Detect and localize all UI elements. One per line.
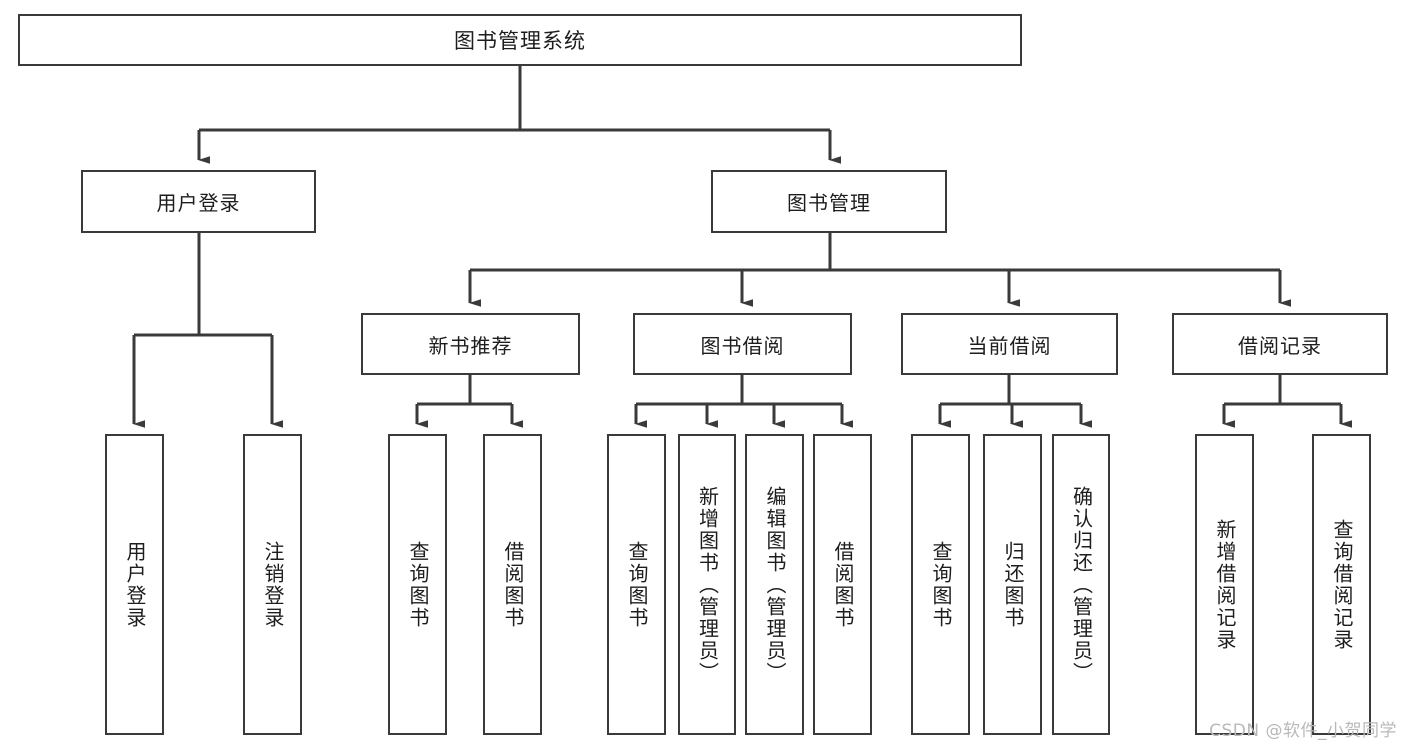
leaf-logout-label: 注销登录	[261, 540, 285, 629]
leaf-add-book-admin-label: 新增图书（管理员）	[695, 485, 720, 684]
node-book-borrow-label: 图书借阅	[700, 333, 785, 358]
node-root[interactable]: 图书管理系统	[18, 14, 1022, 66]
node-new-book-recommend-label: 新书推荐	[428, 333, 513, 358]
leaf-user-login-label: 用户登录	[123, 540, 147, 629]
leaf-user-login[interactable]: 用户登录	[105, 434, 164, 735]
leaf-borrow-book-recommend-label: 借阅图书	[501, 540, 525, 629]
node-book-borrow[interactable]: 图书借阅	[633, 313, 852, 375]
node-new-book-recommend[interactable]: 新书推荐	[361, 313, 580, 375]
leaf-query-borrow-record-label: 查询借阅记录	[1330, 518, 1354, 651]
leaf-lend-book-label: 借阅图书	[831, 540, 855, 629]
leaf-query-book-recommend[interactable]: 查询图书	[388, 434, 447, 735]
leaf-return-book[interactable]: 归还图书	[983, 434, 1042, 735]
node-current-borrow-label: 当前借阅	[967, 333, 1052, 358]
node-book-management[interactable]: 图书管理	[711, 170, 947, 233]
node-root-label: 图书管理系统	[454, 29, 586, 53]
leaf-edit-book-admin-label: 编辑图书（管理员）	[763, 485, 787, 684]
node-user-login-label: 用户登录	[156, 191, 241, 215]
node-borrow-record[interactable]: 借阅记录	[1172, 313, 1388, 375]
leaf-edit-book-admin[interactable]: 编辑图书（管理员）	[745, 434, 804, 735]
leaf-query-book-recommend-label: 查询图书	[406, 540, 430, 629]
node-user-login[interactable]: 用户登录	[81, 170, 316, 233]
leaf-return-book-label: 归还图书	[1001, 540, 1025, 629]
leaf-query-book-current[interactable]: 查询图书	[911, 434, 970, 735]
leaf-confirm-return-admin[interactable]: 确认归还（管理员）	[1052, 434, 1110, 735]
leaf-logout[interactable]: 注销登录	[243, 434, 302, 735]
leaf-query-book-borrow[interactable]: 查询图书	[607, 434, 666, 735]
leaf-borrow-book-recommend[interactable]: 借阅图书	[483, 434, 542, 735]
leaf-add-borrow-record-label: 新增借阅记录	[1213, 518, 1237, 651]
leaf-lend-book[interactable]: 借阅图书	[813, 434, 872, 735]
leaf-query-borrow-record[interactable]: 查询借阅记录	[1312, 434, 1371, 735]
node-book-management-label: 图书管理	[787, 191, 871, 215]
leaf-query-book-current-label: 查询图书	[929, 540, 953, 629]
leaf-add-borrow-record[interactable]: 新增借阅记录	[1195, 434, 1254, 735]
watermark: CSDN @软件_小贺同学	[1209, 721, 1397, 741]
leaf-query-book-borrow-label: 查询图书	[625, 540, 649, 629]
leaf-confirm-return-admin-label: 确认归还（管理员）	[1069, 485, 1094, 684]
leaf-add-book-admin[interactable]: 新增图书（管理员）	[678, 434, 736, 735]
node-current-borrow[interactable]: 当前借阅	[901, 313, 1118, 375]
node-borrow-record-label: 借阅记录	[1238, 333, 1322, 358]
